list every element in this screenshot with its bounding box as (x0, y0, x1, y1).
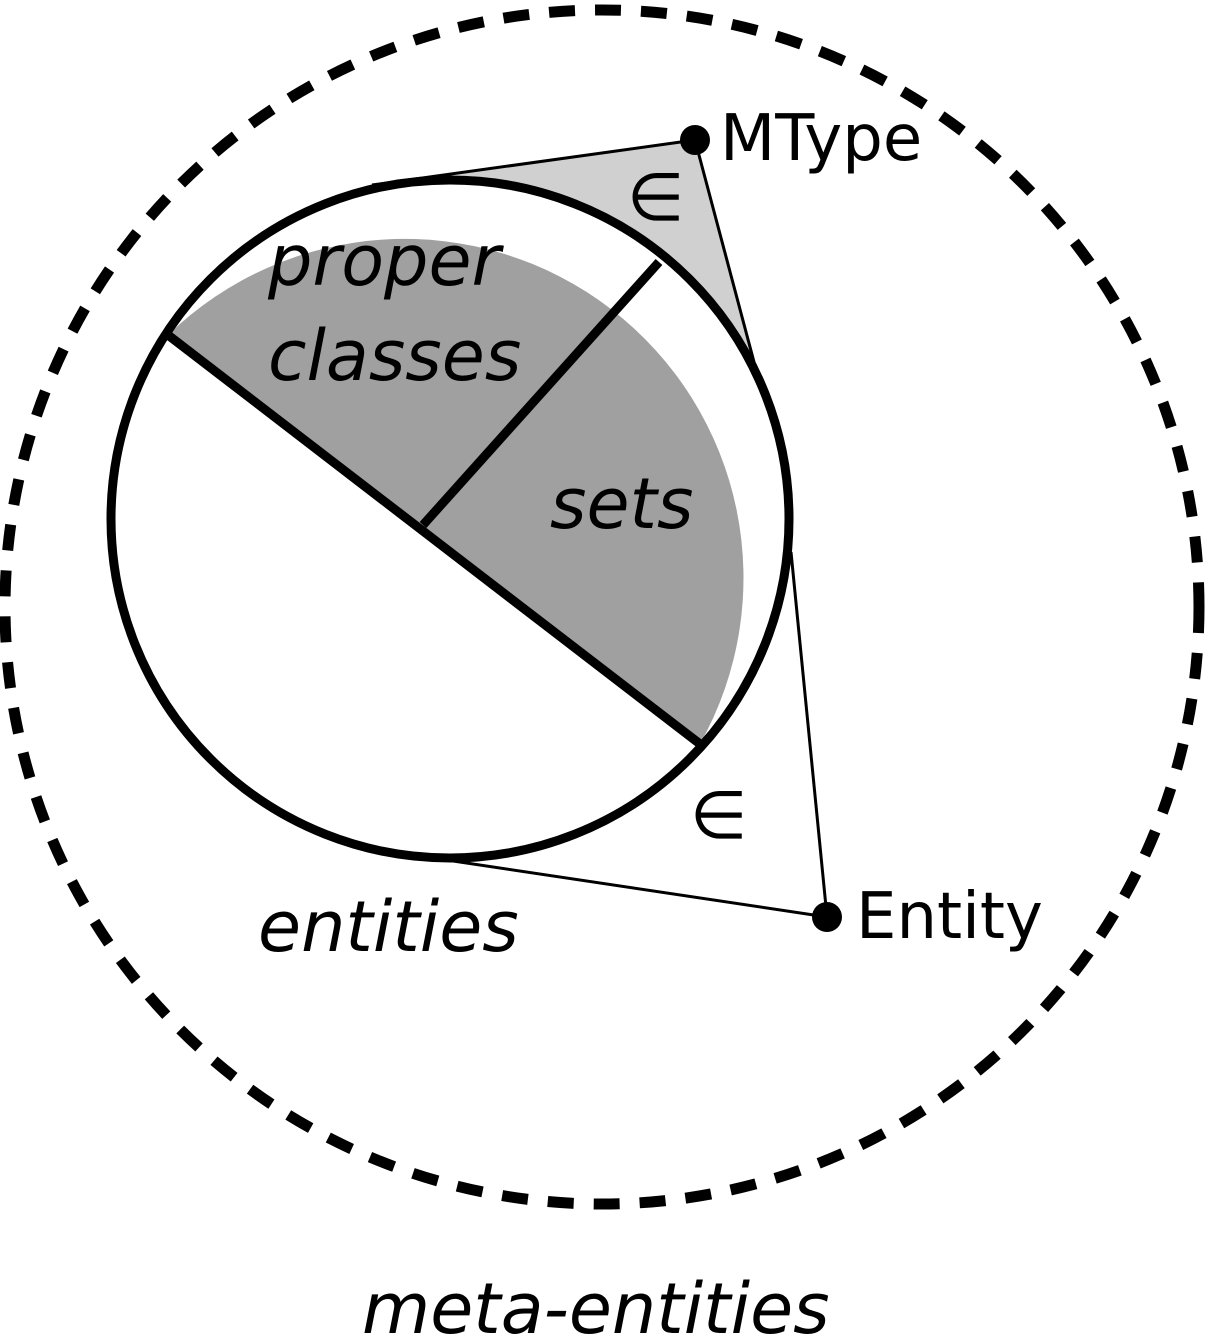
sets-boundary-line (419, 258, 663, 529)
mtype-membership-cone (372, 140, 754, 362)
entity-cone-edge-top (789, 551, 829, 918)
entity-point (812, 902, 842, 932)
meta-entities-boundary (0, 4, 1205, 1210)
proper-classes-label-line1: proper (267, 220, 505, 302)
mtype-point (680, 125, 710, 155)
entities-label: entities (258, 886, 519, 968)
entities-circle-outline (106, 175, 794, 863)
entity-cone-edge-bottom (432, 856, 828, 919)
member-of-symbol-bottom: ∈ (690, 777, 748, 854)
sets-label: sets (550, 463, 693, 545)
entity-label: Entity (856, 880, 1043, 954)
meta-entities-label: meta-entities (362, 1268, 830, 1339)
mtype-cone-edge-right (693, 139, 756, 363)
mtype-label: MType (720, 102, 922, 176)
proper-classes-label-line2: classes (268, 315, 521, 397)
member-of-symbol-top: ∈ (627, 159, 685, 236)
classes-boundary-chord (165, 331, 703, 748)
